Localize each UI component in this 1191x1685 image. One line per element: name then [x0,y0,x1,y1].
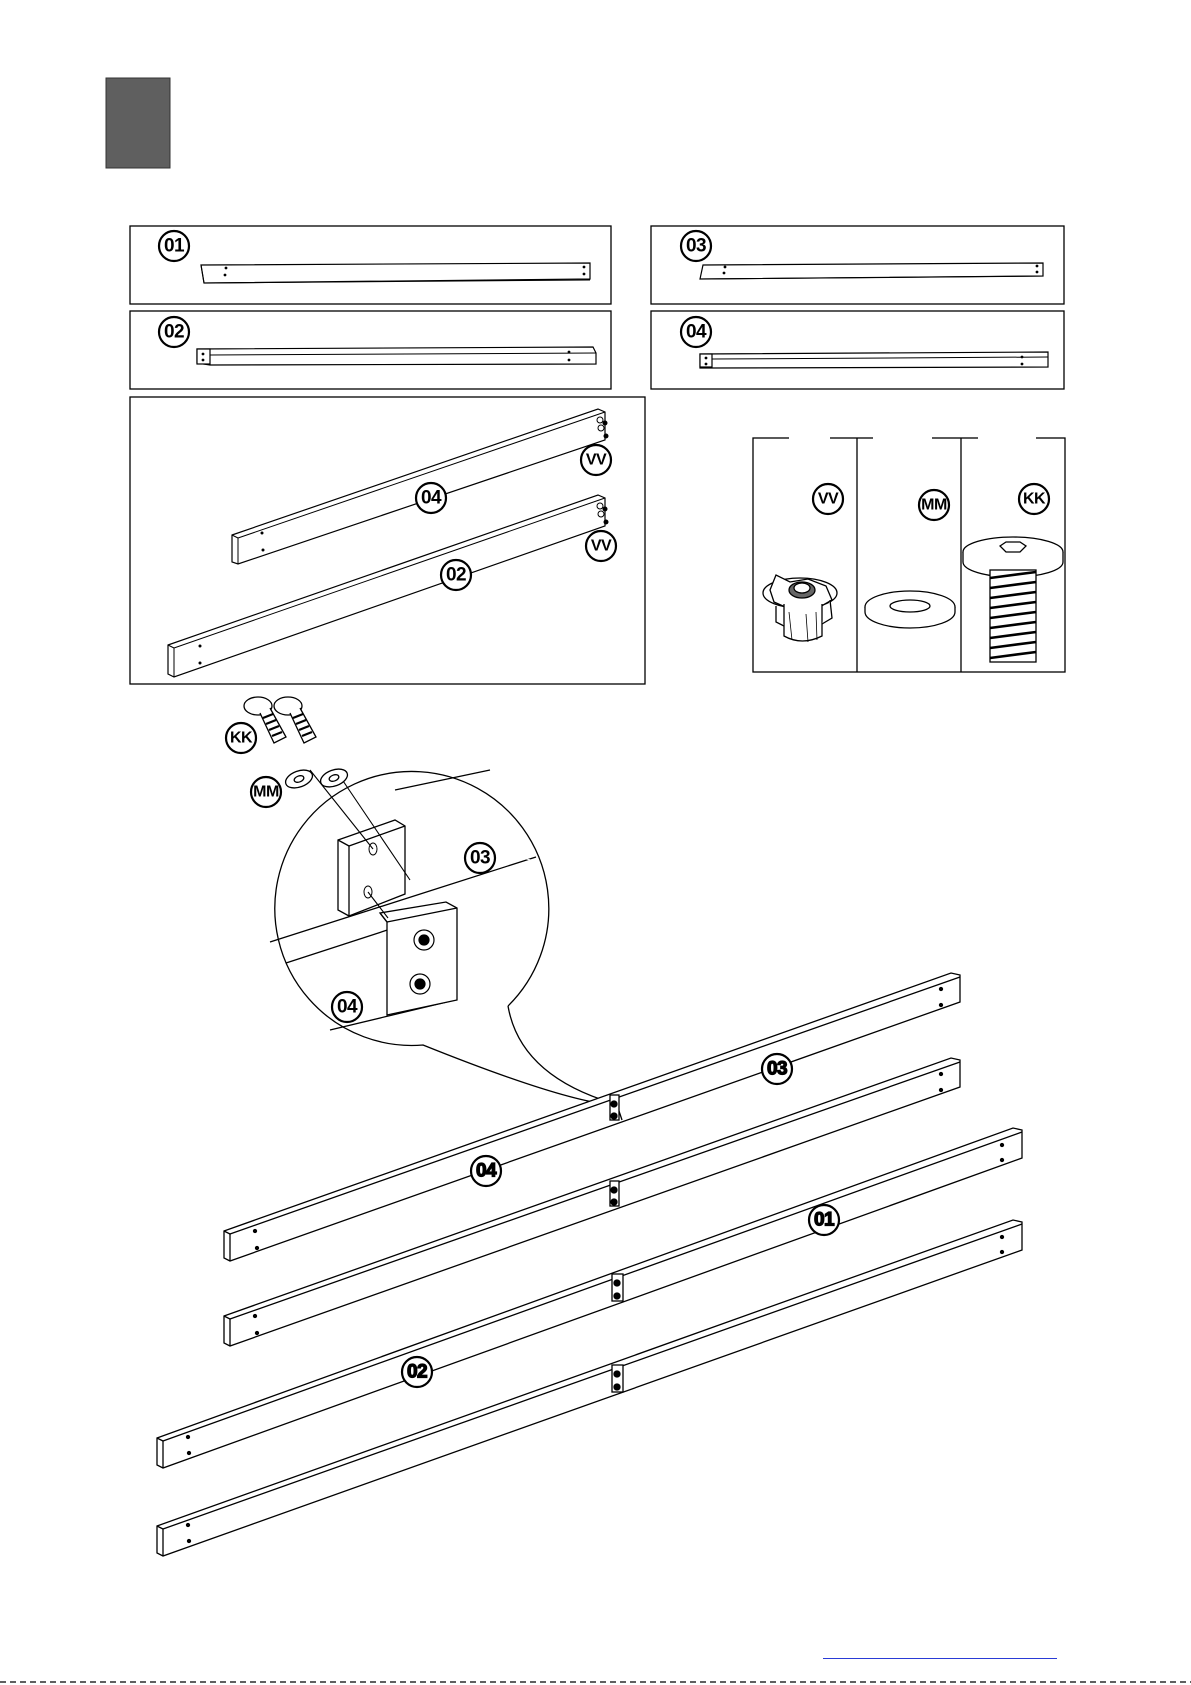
joint-detail-callout: KK MM 03 04 [226,697,612,1105]
part-label-01: 01 [164,236,185,257]
rail-label-04-preassembly: 04 [421,488,442,509]
part-label-02: 02 [164,322,184,343]
part-box-01: 01 [130,226,611,304]
legend-label-washer: MM [921,497,947,514]
part-box-03: 03 [651,226,1064,304]
main-assembly: 04 03 02 01 [157,973,1022,1556]
part-label-04: 04 [686,322,707,343]
footer-link-underline[interactable] [823,1640,1057,1659]
rail-label-02-preassembly: 02 [446,565,466,586]
detail-label-bolt: KK [230,730,253,747]
legend-label-tee-nut: VV [818,491,839,508]
legend-label-bolt: KK [1023,491,1046,508]
washer-icon [865,591,955,628]
tee-nut-label-upper: VV [586,452,607,469]
detail-label-03: 03 [470,848,490,869]
tee-nut-label-lower: VV [591,538,612,555]
hex-socket-bolt-icon [963,537,1063,662]
hardware-legend: VV MM KK [753,438,1065,672]
step-marker-block [106,78,170,168]
tee-nut-insertion-box: VV 04 VV 02 [130,397,645,684]
part-label-03: 03 [686,236,706,257]
tee-nut-icon [763,575,837,642]
part-box-02: 02 [130,311,611,389]
rail-label-04-main: 04 [476,1161,497,1182]
rail-label-01-main: 01 [814,1210,835,1231]
detail-label-washer: MM [253,784,279,801]
rail-label-02-main: 02 [407,1362,427,1383]
part-box-04: 04 [651,311,1064,389]
rail-label-03-main: 03 [767,1059,787,1080]
detail-label-04: 04 [337,997,358,1018]
